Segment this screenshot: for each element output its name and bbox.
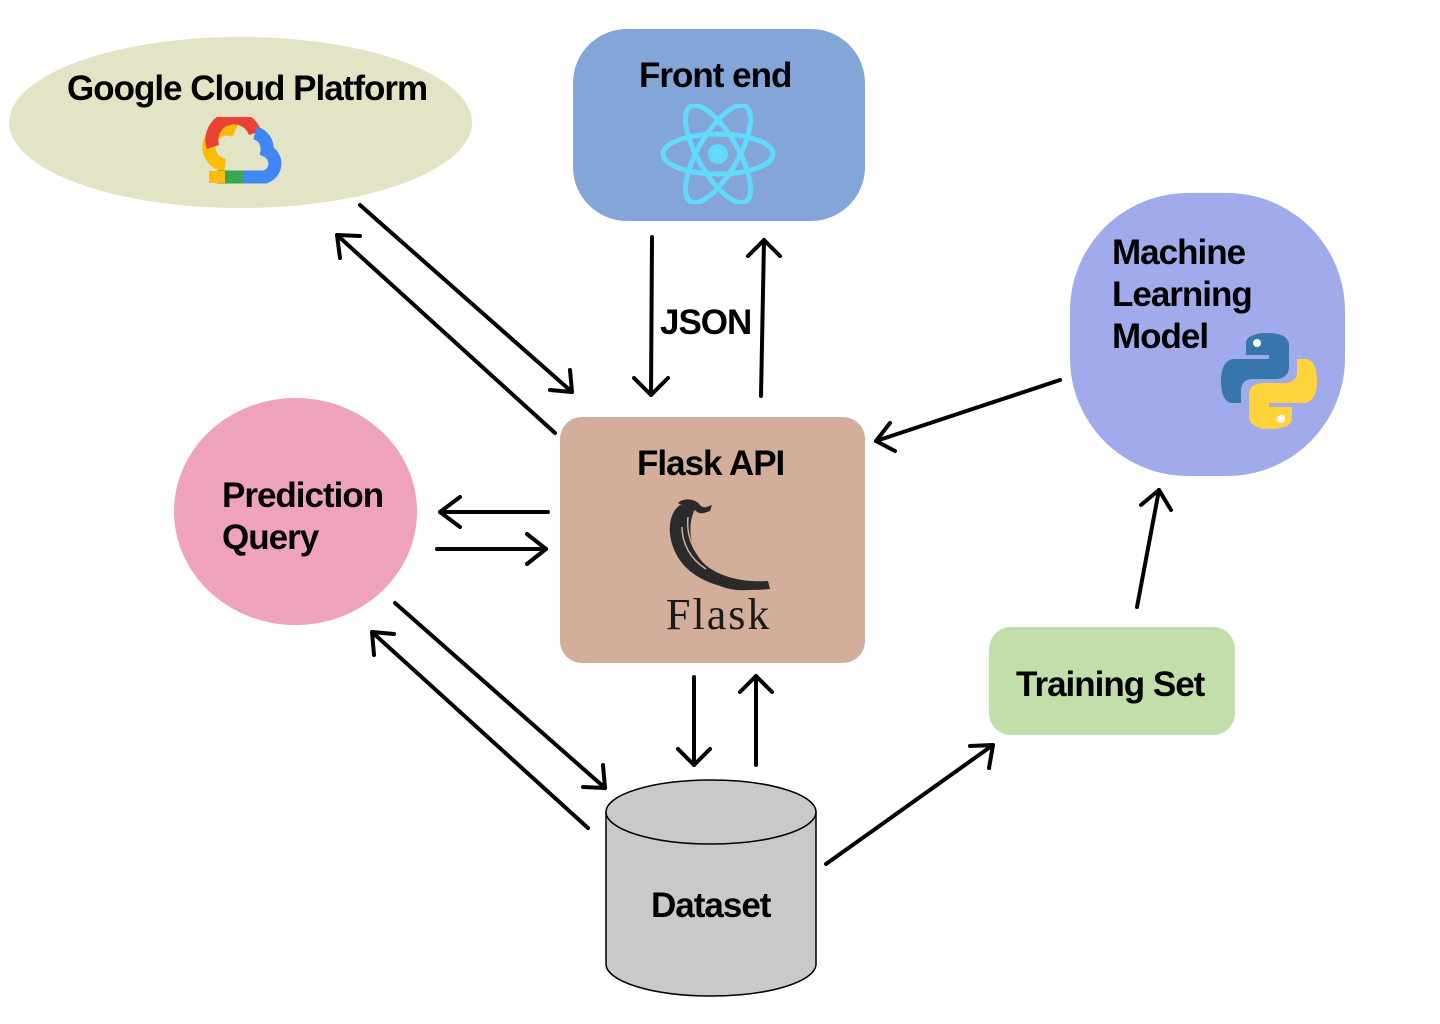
edge-training-to-ml <box>1135 488 1173 609</box>
edge-frontend-to-flask <box>632 235 670 397</box>
dataset-label: Dataset <box>651 886 771 925</box>
edge-dataset-to-prediction <box>370 630 590 830</box>
flask-horn-icon <box>669 499 770 591</box>
ml-model-node[interactable]: Machine Learning Model <box>1070 193 1345 476</box>
flask-api-label: Flask API <box>637 444 785 483</box>
gcp-label: Google Cloud Platform <box>67 69 428 108</box>
edge-prediction-to-flask <box>435 532 548 566</box>
ml-label-line-2: Learning <box>1112 275 1253 314</box>
prediction-query-node[interactable]: Prediction Query <box>174 398 417 625</box>
edge-flask-to-prediction <box>438 495 550 529</box>
flask-logo-wordmark: Flask <box>666 590 772 639</box>
dataset-node[interactable]: Dataset <box>604 778 818 998</box>
training-set-label: Training Set <box>1016 665 1205 704</box>
google-cloud-icon <box>202 117 282 184</box>
edge-flask-to-frontend <box>746 238 782 398</box>
edge-prediction-to-dataset <box>393 601 607 790</box>
ml-label-line-1: Machine <box>1112 233 1246 272</box>
ml-label-line-3: Model <box>1112 317 1209 356</box>
react-icon <box>660 104 776 204</box>
edge-dataset-to-training <box>824 743 995 866</box>
training-set-node[interactable]: Training Set <box>989 627 1235 735</box>
flask-api-node[interactable]: Flask API Flask <box>560 417 865 663</box>
python-icon <box>1221 333 1317 429</box>
gcp-node[interactable]: Google Cloud Platform <box>9 37 472 208</box>
edge-gcp-to-flask <box>358 203 574 394</box>
edge-dataset-to-flask <box>738 674 774 767</box>
edge-flask-to-dataset <box>676 675 712 767</box>
json-edge-label: JSON <box>660 303 752 342</box>
prediction-label-line-2: Query <box>222 518 319 557</box>
edge-ml-to-flask <box>874 378 1062 453</box>
prediction-label-line-1: Prediction <box>222 476 384 515</box>
database-cylinder-icon <box>605 779 817 997</box>
frontend-node[interactable]: Front end <box>573 29 865 221</box>
edge-flask-to-gcp <box>335 233 557 435</box>
frontend-label: Front end <box>639 56 792 95</box>
